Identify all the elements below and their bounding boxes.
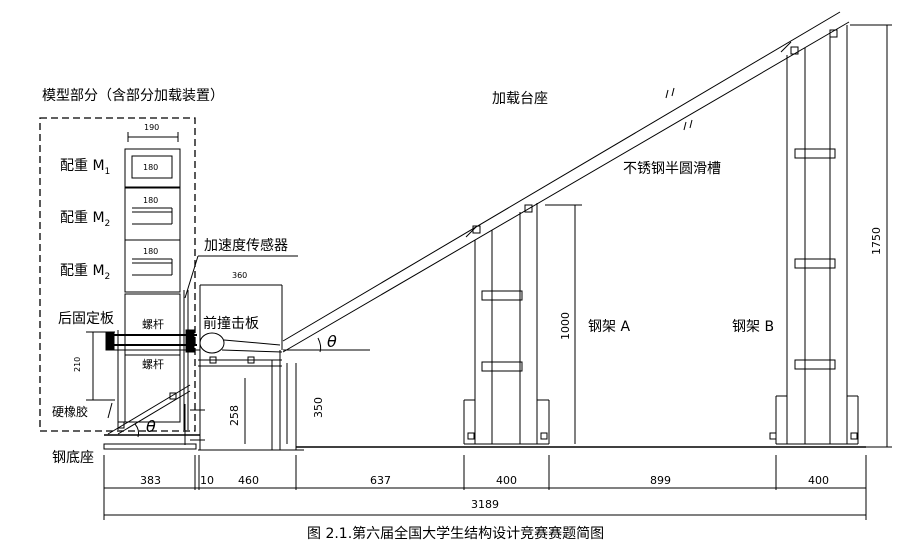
dim-350: 350 [312,397,325,418]
dim-258: 258 [228,405,241,426]
vertical-dimensions [244,24,892,448]
total-3189: 3189 [471,498,499,511]
front-plate-label: 前撞击板 [203,315,259,332]
bolt-assembly [86,329,200,401]
theta-label-wedge: θ [146,417,156,436]
rubber-label: 硬橡胶 [52,404,88,419]
model-section-box [39,117,196,432]
counterweight-m2a-label: 配重 M2 [60,210,110,229]
model-section-title: 模型部分（含部分加载装置） [42,88,224,104]
seg-637: 637 [370,474,391,487]
seg-383: 383 [140,474,161,487]
dimension-chain [103,455,867,520]
leader-lines [107,255,322,438]
seg-10: 10 [200,474,214,487]
bolt-top-label: 螺杆 [142,317,164,331]
steel-base-plate [103,443,197,450]
dim-210: 210 [73,357,82,372]
counterweight-m1-label: 配重 M1 [60,158,110,177]
dim-1000: 1000 [559,312,572,340]
box-width-label: 190 [144,123,159,132]
bolt-bottom-label: 螺杆 [142,357,164,371]
frame-a [463,203,550,445]
weight-width-1: 180 [143,163,158,172]
loading-platform-label: 加载台座 [492,91,548,107]
front-support [198,284,304,451]
seg-460: 460 [238,474,259,487]
dim-360: 360 [232,271,247,280]
theta-label-incline: θ [327,332,337,351]
counterweight-m2b-label: 配重 M2 [60,263,110,282]
rubber-wedge [104,384,205,445]
seg-400a: 400 [496,474,517,487]
groove-label: 不锈钢半圆滑槽 [623,160,721,177]
dim-1750: 1750 [870,227,883,255]
seg-899: 899 [650,474,671,487]
frame-b-label: 钢架 B [732,319,774,335]
steel-base-label: 钢底座 [52,450,94,466]
accelerometer-label: 加速度传感器 [204,237,288,254]
figure-caption: 图 2.1.第六届全国大学生结构设计竞赛赛题简图 [307,525,604,542]
inclined-groove [282,11,850,353]
frame-b [769,25,859,445]
seg-400b: 400 [808,474,829,487]
rear-plate-label: 后固定板 [58,311,114,327]
counterweight-stack [117,132,189,430]
frame-a-label: 钢架 A [588,319,630,335]
weight-width-3: 180 [143,247,158,256]
weight-width-2: 180 [143,196,158,205]
